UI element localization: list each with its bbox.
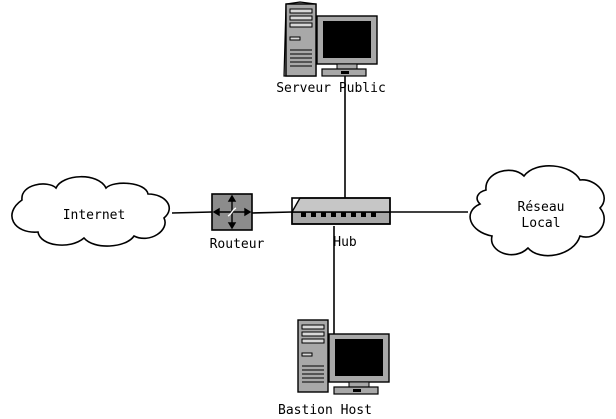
- lan-cloud: Réseau Local: [469, 165, 605, 257]
- server-computer-icon: [297, 319, 390, 395]
- cloud-icon: [469, 165, 605, 257]
- internet-cloud: Internet: [11, 176, 170, 247]
- hub: Hub: [290, 197, 391, 250]
- connections: [171, 76, 468, 345]
- router: Routeur: [210, 193, 265, 252]
- lan-label-line2: Local: [521, 216, 560, 231]
- public-server: Serveur Public: [276, 1, 386, 96]
- link-internet-router: [171, 211, 213, 214]
- bastion-label: Bastion Host: [278, 403, 372, 418]
- lan-label-line1: Réseau: [518, 200, 565, 215]
- internet-label: Internet: [63, 208, 126, 223]
- cloud-icon: [11, 176, 170, 247]
- server-computer-icon: [283, 1, 378, 77]
- link-router-hub: [251, 211, 293, 214]
- router-icon: [211, 193, 253, 231]
- router-label: Routeur: [210, 237, 265, 252]
- server-label: Serveur Public: [276, 81, 386, 96]
- hub-label: Hub: [333, 235, 357, 250]
- bastion-host: Bastion Host: [278, 319, 390, 418]
- hub-icon: [290, 197, 391, 225]
